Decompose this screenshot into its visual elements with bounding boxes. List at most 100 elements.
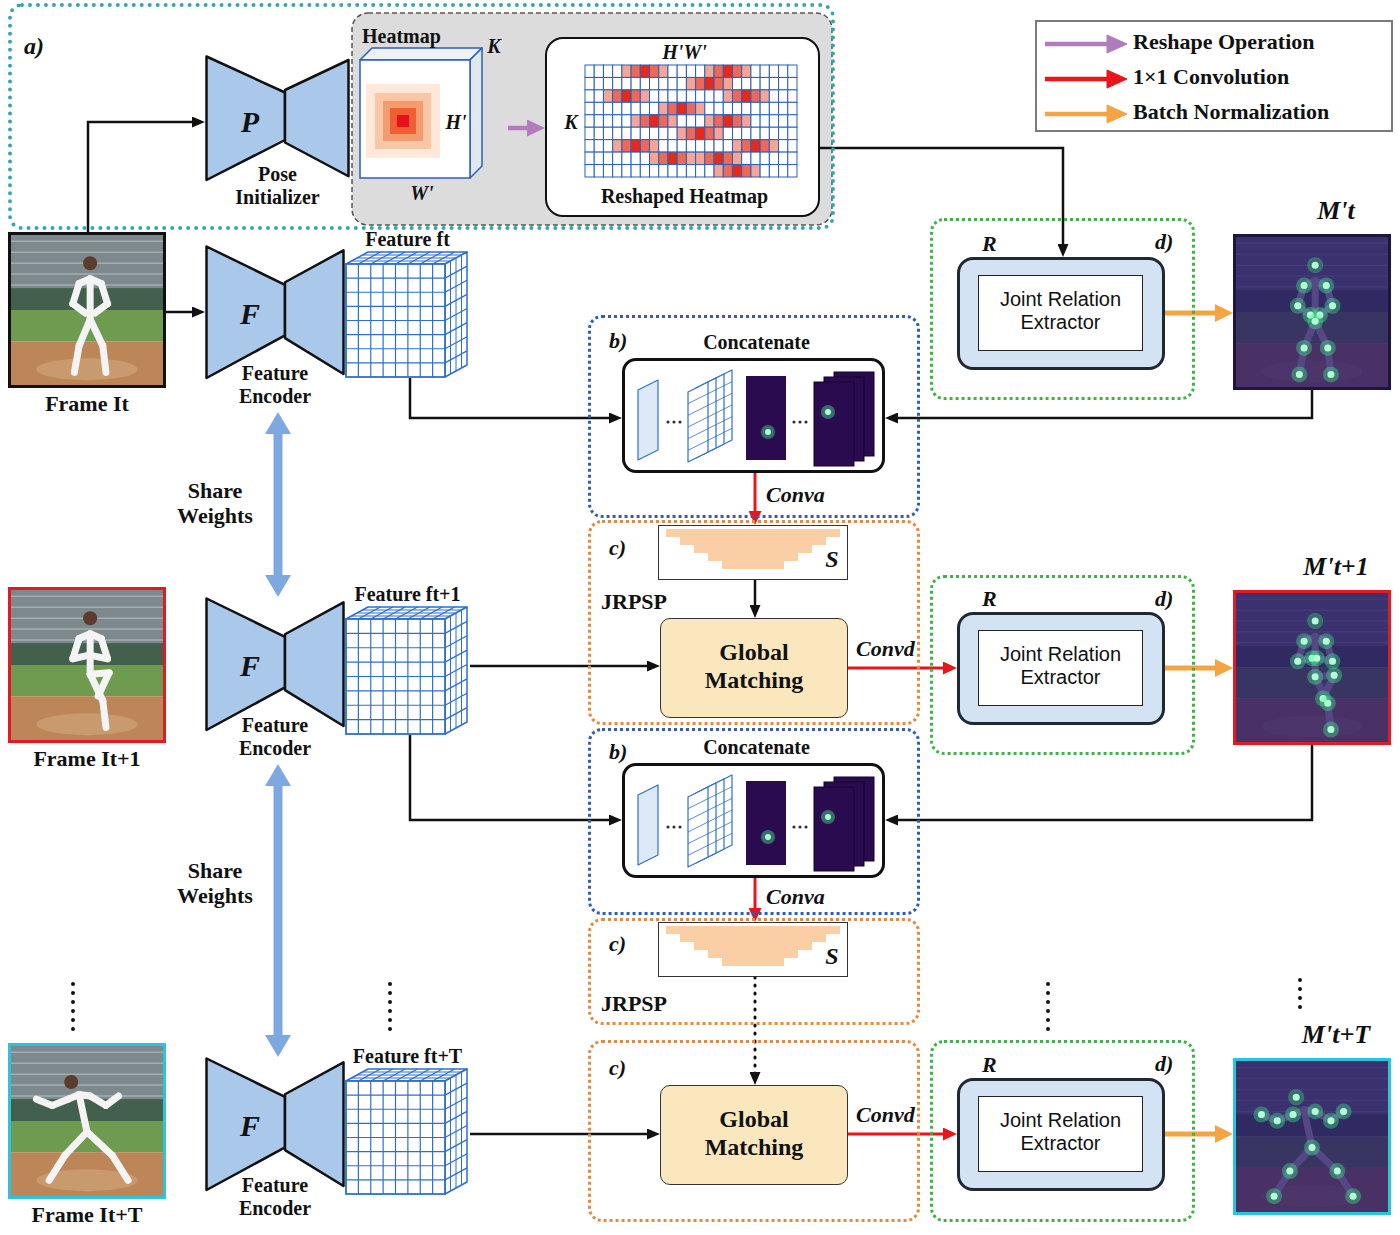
node-label: Concatenate <box>665 331 848 354</box>
grid-line <box>407 1081 408 1194</box>
grid-line <box>346 362 445 363</box>
joint-glow <box>1296 633 1312 649</box>
heat-cell <box>732 152 741 164</box>
joint <box>825 409 831 415</box>
node-label: Frame It+T <box>0 1202 174 1227</box>
illustration <box>1233 1058 1391 1215</box>
heat-cell <box>742 165 751 177</box>
legend-arrow <box>1043 33 1129 55</box>
heat-cell <box>779 65 788 77</box>
grid-line <box>357 613 456 614</box>
heat-cell <box>751 102 760 114</box>
heat-cell <box>723 65 732 77</box>
limb <box>103 346 106 373</box>
heat-cell <box>788 140 797 152</box>
pyramid-level <box>666 529 840 537</box>
node-label: P <box>230 105 270 140</box>
heat-cell <box>705 165 714 177</box>
node-label: d) <box>1155 1051 1189 1076</box>
stand-row <box>8 1063 166 1065</box>
heat-cell <box>686 65 695 77</box>
node-label: c) <box>609 1055 645 1080</box>
joint <box>1324 344 1331 351</box>
group-region: Joint Relation ExtractorRd) <box>930 218 1195 400</box>
heat-cell <box>686 77 695 89</box>
grid-line <box>346 1151 445 1152</box>
heat-cell <box>631 152 640 164</box>
heat-cell <box>751 115 760 127</box>
encoder-block: PPose Initializer <box>205 55 350 213</box>
edge-label: Conva <box>766 884 836 909</box>
node-label: R <box>982 1052 1012 1077</box>
grid-line <box>461 255 462 368</box>
limb <box>112 1155 128 1180</box>
heat-cell <box>751 140 760 152</box>
joint <box>1329 658 1336 665</box>
node-label: M't+T <box>1281 1020 1391 1050</box>
heat-cell <box>696 77 705 89</box>
heat-cell <box>622 90 631 102</box>
limb <box>65 1132 87 1155</box>
heat-cell <box>622 127 631 139</box>
joint-glow <box>1253 1107 1269 1123</box>
relation-module: Joint Relation ExtractorR <box>957 257 1165 370</box>
heat-cell <box>751 127 760 139</box>
heat-cell <box>613 115 622 127</box>
grid-line <box>688 417 708 427</box>
grid-line <box>688 822 708 832</box>
joint <box>1312 318 1319 325</box>
heat-cell <box>585 115 594 127</box>
grid-line <box>688 799 708 809</box>
heat-cell <box>622 115 631 127</box>
heat-cell <box>686 102 695 114</box>
connector <box>754 580 757 610</box>
heat-cell <box>603 140 612 152</box>
encoder-block: FFeature Encoder <box>205 1057 345 1224</box>
joint-glow <box>1304 1139 1320 1155</box>
node-label: Joint Relation Extractor <box>983 643 1138 689</box>
decoder-half <box>285 1062 344 1186</box>
heat-cell <box>788 127 797 139</box>
ellipsis-dot <box>804 420 807 423</box>
group-region: PPose InitializerHeatmapKH'W'H'W'KReshap… <box>8 3 835 230</box>
joint <box>1313 655 1320 662</box>
limb <box>106 1096 119 1105</box>
ellipsis-dots <box>1046 984 1050 1030</box>
frame-border <box>10 234 165 387</box>
heat-cell <box>696 127 705 139</box>
heat-cell <box>640 115 649 127</box>
heat-cell <box>760 152 769 164</box>
connector <box>470 665 652 668</box>
heat-cell <box>769 65 778 77</box>
heat-cell <box>659 152 668 164</box>
pyramid-level <box>694 545 812 553</box>
heat-cell <box>668 102 677 114</box>
encoder-half <box>207 247 286 379</box>
ellipsis-dot <box>678 825 681 828</box>
heat-cell <box>742 140 751 152</box>
heat-cell <box>723 115 732 127</box>
node-label: S <box>819 546 845 574</box>
node-label: H'W' <box>642 41 727 64</box>
grid-line <box>357 1075 456 1076</box>
heat-cell <box>585 140 594 152</box>
stand-row <box>8 607 166 609</box>
heat-cell <box>659 115 668 127</box>
heat-cell <box>788 77 797 89</box>
grid-line <box>357 258 456 259</box>
node-label: H' <box>442 111 470 134</box>
heat-cell <box>788 152 797 164</box>
illustration <box>345 1045 470 1195</box>
heat-cell <box>640 140 649 152</box>
heat-cell <box>585 165 594 177</box>
grid-line <box>450 1078 451 1191</box>
joint <box>1301 282 1308 289</box>
cube-front <box>360 60 470 178</box>
heat-cell <box>631 102 640 114</box>
feature-map: Feature ft <box>345 228 470 378</box>
head <box>83 611 97 625</box>
ellipsis-dot <box>672 825 675 828</box>
ellipsis-dots <box>1298 980 1302 1012</box>
heat-cell <box>751 152 760 164</box>
joint-glow <box>1282 1163 1298 1179</box>
